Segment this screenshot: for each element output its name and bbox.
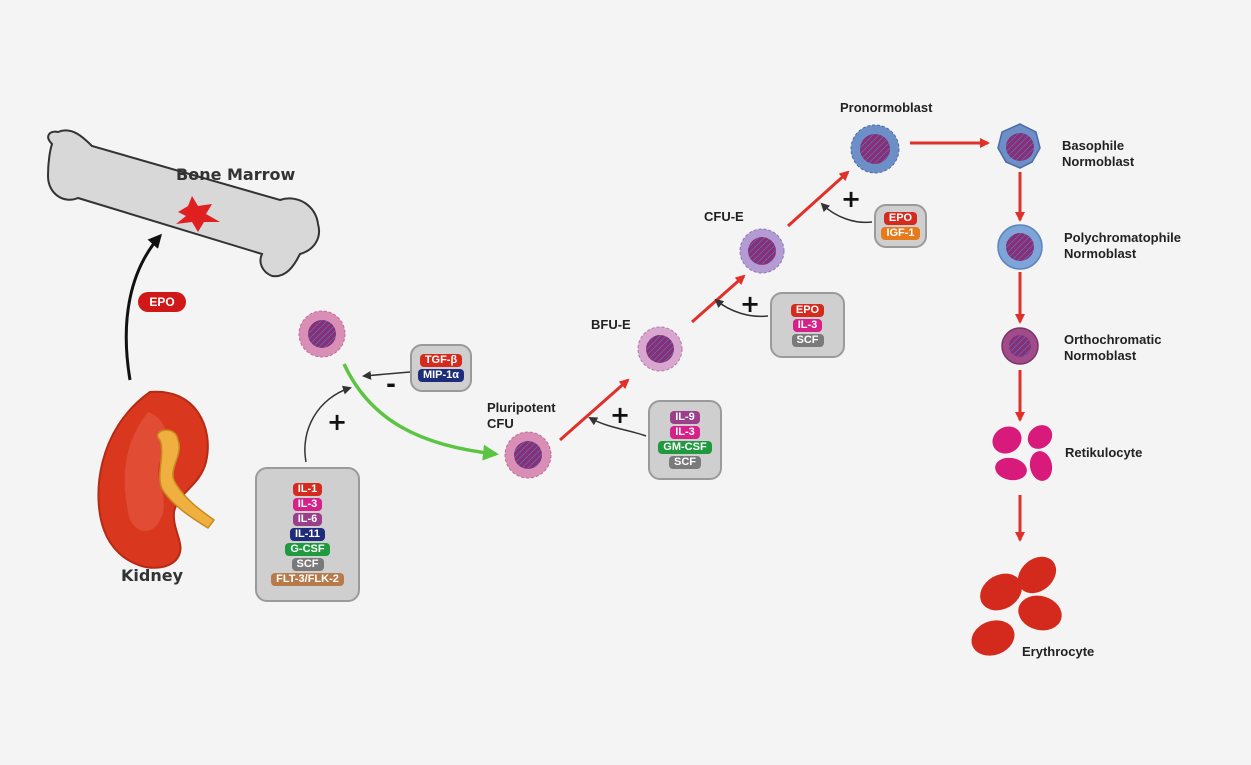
pro-factor-arrow bbox=[820, 202, 873, 224]
cfu-factor-arrow bbox=[714, 298, 769, 318]
polychromatophile-normoblast-cell bbox=[997, 224, 1043, 270]
factor-tag: IL-3 bbox=[292, 498, 323, 511]
erythrocyte-cells bbox=[971, 556, 1062, 656]
marrow-burst-icon bbox=[176, 196, 220, 232]
orthochromatic-label: Orthochromatic Normoblast bbox=[1064, 332, 1162, 364]
polychromatophile-label-line2: Normoblast bbox=[1064, 246, 1137, 261]
pronormoblast-label: Pronormoblast bbox=[840, 100, 933, 115]
basophile-normoblast-cell bbox=[997, 123, 1041, 169]
erythrocyte-label: Erythrocyte bbox=[1022, 644, 1095, 659]
basophile-label-line1: Basophile bbox=[1062, 138, 1125, 153]
cfu-plus-sign: + bbox=[740, 290, 761, 318]
bfu-e-cell bbox=[637, 326, 683, 372]
pluripotent-label-line2: CFU bbox=[487, 416, 514, 431]
stem-plus-sign: + bbox=[327, 408, 348, 436]
bfu-to-cfu-arrow bbox=[691, 274, 746, 324]
kidney-to-marrow-arrow bbox=[124, 233, 162, 381]
factor-tag: EPO bbox=[883, 212, 918, 225]
kidney-icon bbox=[97, 390, 216, 569]
bfu-factor-arrow bbox=[588, 417, 647, 437]
factor-tag: FLT-3/FLK-2 bbox=[271, 573, 344, 586]
pluripotent-label-line1: Pluripotent bbox=[487, 400, 556, 415]
bone-icon bbox=[46, 129, 320, 278]
pluripotent-label: Pluripotent CFU bbox=[487, 400, 556, 432]
bfu-e-label: BFU-E bbox=[591, 317, 631, 332]
retikulocyte-cells bbox=[992, 425, 1053, 481]
pluripotent-cfu-cell bbox=[504, 431, 552, 479]
pluripotent-to-bfu-arrow bbox=[559, 378, 630, 442]
polychromatophile-label-line1: Polychromatophile bbox=[1064, 230, 1182, 245]
inhibitor-arrow bbox=[362, 370, 411, 380]
epo-badge: EPO bbox=[138, 292, 186, 312]
stem-to-pluripotent-arrow bbox=[342, 363, 499, 461]
stem-cell bbox=[298, 310, 346, 358]
pro-factor-panel: EPO IGF-1 bbox=[874, 204, 927, 248]
basophile-label: Basophile Normoblast bbox=[1062, 138, 1134, 170]
orthochromatic-normoblast-cell bbox=[1001, 327, 1039, 365]
bone-marrow-label: Bone Marrow bbox=[176, 165, 296, 184]
pronormoblast-cell bbox=[850, 124, 900, 174]
factor-tag: IL-9 bbox=[670, 411, 700, 424]
factor-tag: IL-6 bbox=[292, 513, 323, 526]
factor-tag: IL-3 bbox=[670, 426, 700, 439]
cfu-e-cell bbox=[739, 228, 785, 274]
factor-tag: IGF-1 bbox=[881, 227, 920, 240]
cfu-e-label: CFU-E bbox=[704, 209, 744, 224]
factor-tag: GM-CSF bbox=[658, 441, 712, 454]
inhibitor-minus-sign: - bbox=[386, 370, 396, 398]
polychromatophile-label: Polychromatophile Normoblast bbox=[1064, 230, 1181, 262]
retikulocyte-label: Retikulocyte bbox=[1065, 445, 1143, 460]
factor-tag: IL-1 bbox=[292, 483, 323, 496]
factor-tag: SCF bbox=[291, 558, 324, 571]
factor-tag: MIP-1α bbox=[417, 369, 465, 382]
factor-tag: G-CSF bbox=[285, 543, 330, 556]
factor-tag: IL-11 bbox=[289, 528, 326, 541]
stem-factor-arrow bbox=[304, 385, 352, 463]
cfu-to-pronormoblast-arrow bbox=[786, 170, 850, 228]
factor-tag: TGF-β bbox=[419, 354, 463, 367]
orthochromatic-label-line2: Normoblast bbox=[1064, 348, 1137, 363]
bfu-plus-sign: + bbox=[610, 401, 631, 429]
factor-tag: SCF bbox=[669, 456, 701, 469]
basophile-label-line2: Normoblast bbox=[1062, 154, 1135, 169]
orthochromatic-label-line1: Orthochromatic bbox=[1064, 332, 1162, 347]
pro-plus-sign: + bbox=[841, 185, 862, 213]
factor-tag: EPO bbox=[790, 303, 825, 317]
factor-tag: SCF bbox=[791, 333, 824, 347]
kidney-label: Kidney bbox=[121, 566, 184, 585]
factor-tag: IL-3 bbox=[792, 318, 823, 332]
